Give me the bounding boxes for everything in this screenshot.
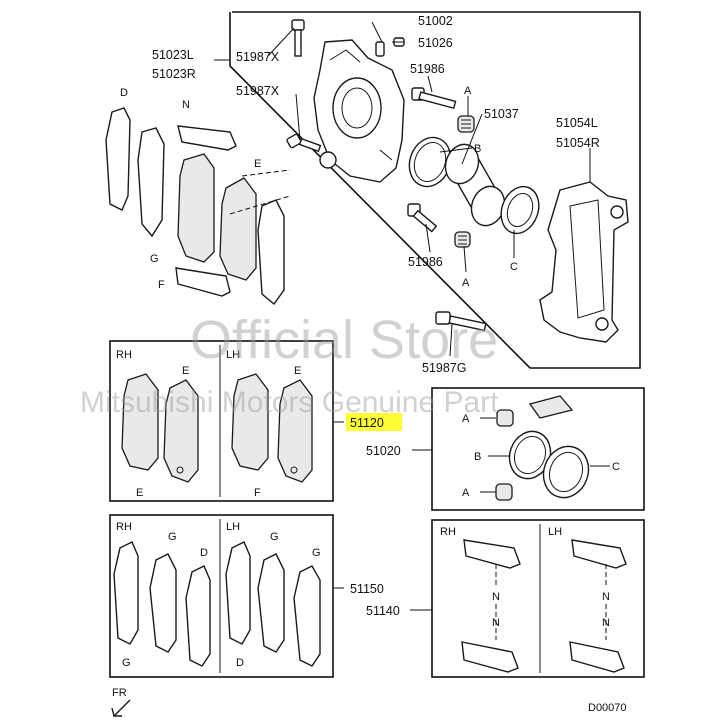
callout-A-kit-upper: A [462, 413, 470, 425]
callout-E-lh-top: E [294, 365, 301, 377]
callout-E-top: E [254, 158, 261, 170]
label-51140: 51140 [366, 604, 400, 618]
label-51054l: 51054L [556, 116, 598, 130]
anti-rattle-clip-N-upper [177, 125, 237, 151]
clip-set-rh [461, 539, 521, 673]
callout-F-top: F [158, 279, 165, 291]
callout-G-top: G [150, 253, 159, 265]
label-51026: 51026 [418, 36, 453, 50]
caliper-assembly-frame [229, 11, 641, 369]
bleeder-screw-51002 [375, 41, 385, 57]
callout-F-lh-bottom: F [254, 487, 261, 499]
callout-B-kit: B [474, 451, 481, 463]
pad-set-51120-box [109, 340, 334, 502]
pin-boot-lower [454, 231, 471, 248]
clip-set-lh [569, 539, 627, 673]
shim-G-right [257, 199, 285, 306]
callout-C-upper: C [510, 261, 518, 273]
label-51037: 51037 [484, 107, 519, 121]
seal-kit-boot-A-upper [496, 409, 514, 427]
leader-lines [214, 21, 610, 640]
callout-G-shim-rh-2: G [122, 657, 131, 669]
label-51987x-upper: 51987X [236, 50, 280, 64]
caliper-bolt-upper [291, 19, 305, 57]
pin-boot-upper [457, 115, 475, 133]
seal-kit-51020-box [431, 387, 645, 511]
side-label-rh-shims: RH [116, 521, 132, 533]
side-label-lh-pads: LH [226, 349, 240, 361]
callout-N-rh-upper: N [492, 591, 500, 603]
callout-N-top: N [182, 99, 190, 111]
label-51987g: 51987G [422, 361, 466, 375]
side-label-rh-pads: RH [116, 349, 132, 361]
piston-seal-B [408, 136, 452, 188]
label-51023r: 51023R [152, 67, 196, 81]
anti-rattle-clip-F-lower [175, 267, 231, 297]
side-label-lh-clips: LH [548, 526, 562, 538]
shim-G [137, 127, 165, 238]
front-direction-label: FR [112, 687, 127, 699]
dust-boot-C [500, 185, 540, 235]
callout-N-rh-lower: N [492, 617, 500, 629]
callout-N-lh-upper: N [602, 591, 610, 603]
pad-set-rh [121, 373, 199, 483]
highlight-51120 [346, 413, 402, 431]
label-51020: 51020 [366, 444, 401, 458]
callout-A-lower: A [462, 277, 470, 289]
callout-B-upper: B [474, 143, 481, 155]
clip-set-51140-box [431, 519, 645, 678]
label-51002: 51002 [418, 14, 453, 28]
seal-kit-boot-A-lower [495, 483, 513, 501]
outer-shim-D [105, 107, 131, 211]
label-51054r: 51054R [556, 136, 600, 150]
watermark-line-2: Mitsubishi Motors Genuine Part [80, 386, 499, 419]
callout-A-kit-lower: A [462, 487, 470, 499]
callout-E-rh-top: E [182, 365, 189, 377]
pad-set-lh [231, 373, 313, 483]
callout-D-shim-lh: D [236, 657, 244, 669]
caliper-support-51054 [539, 181, 629, 343]
side-label-rh-clips: RH [440, 526, 456, 538]
callout-G-shim-lh-1: G [270, 531, 279, 543]
shim-set-rh [113, 541, 211, 667]
callout-A-upper: A [464, 85, 472, 97]
callout-E-rh-bottom: E [136, 487, 143, 499]
shim-set-51150-box [109, 514, 334, 678]
callout-D-shim-rh: D [200, 547, 208, 559]
piston-51037 [444, 143, 506, 227]
caliper-body [313, 39, 405, 183]
side-label-lh-shims: LH [226, 521, 240, 533]
label-51987x-lower: 51987X [236, 84, 280, 98]
label-51023l: 51023L [152, 48, 194, 62]
callout-G-shim-lh-2: G [312, 547, 321, 559]
diagram-code: D00070 [588, 702, 627, 714]
label-51986-lower: 51986 [408, 255, 443, 269]
seal-kit-boot-C [542, 445, 590, 499]
support-bolt-51987G [435, 311, 487, 332]
label-51986-upper: 51986 [410, 62, 445, 76]
label-51150: 51150 [350, 582, 384, 596]
shim-set-lh [225, 541, 321, 667]
callout-G-shim-rh-1: G [168, 531, 177, 543]
callout-N-lh-lower: N [602, 617, 610, 629]
watermark-line-1: Official Store [190, 310, 498, 370]
callout-D-top: D [120, 87, 128, 99]
callout-C-kit: C [612, 461, 620, 473]
label-51120: 51120 [350, 416, 384, 430]
front-direction-arrow-icon [111, 699, 131, 718]
pad-inner [177, 153, 215, 263]
caliper-bolt-lower [286, 133, 322, 153]
pad-outer-E [219, 177, 257, 281]
seal-kit-gasket [528, 395, 574, 419]
guide-pin-lower [407, 203, 438, 233]
guide-pin-upper [411, 87, 457, 110]
